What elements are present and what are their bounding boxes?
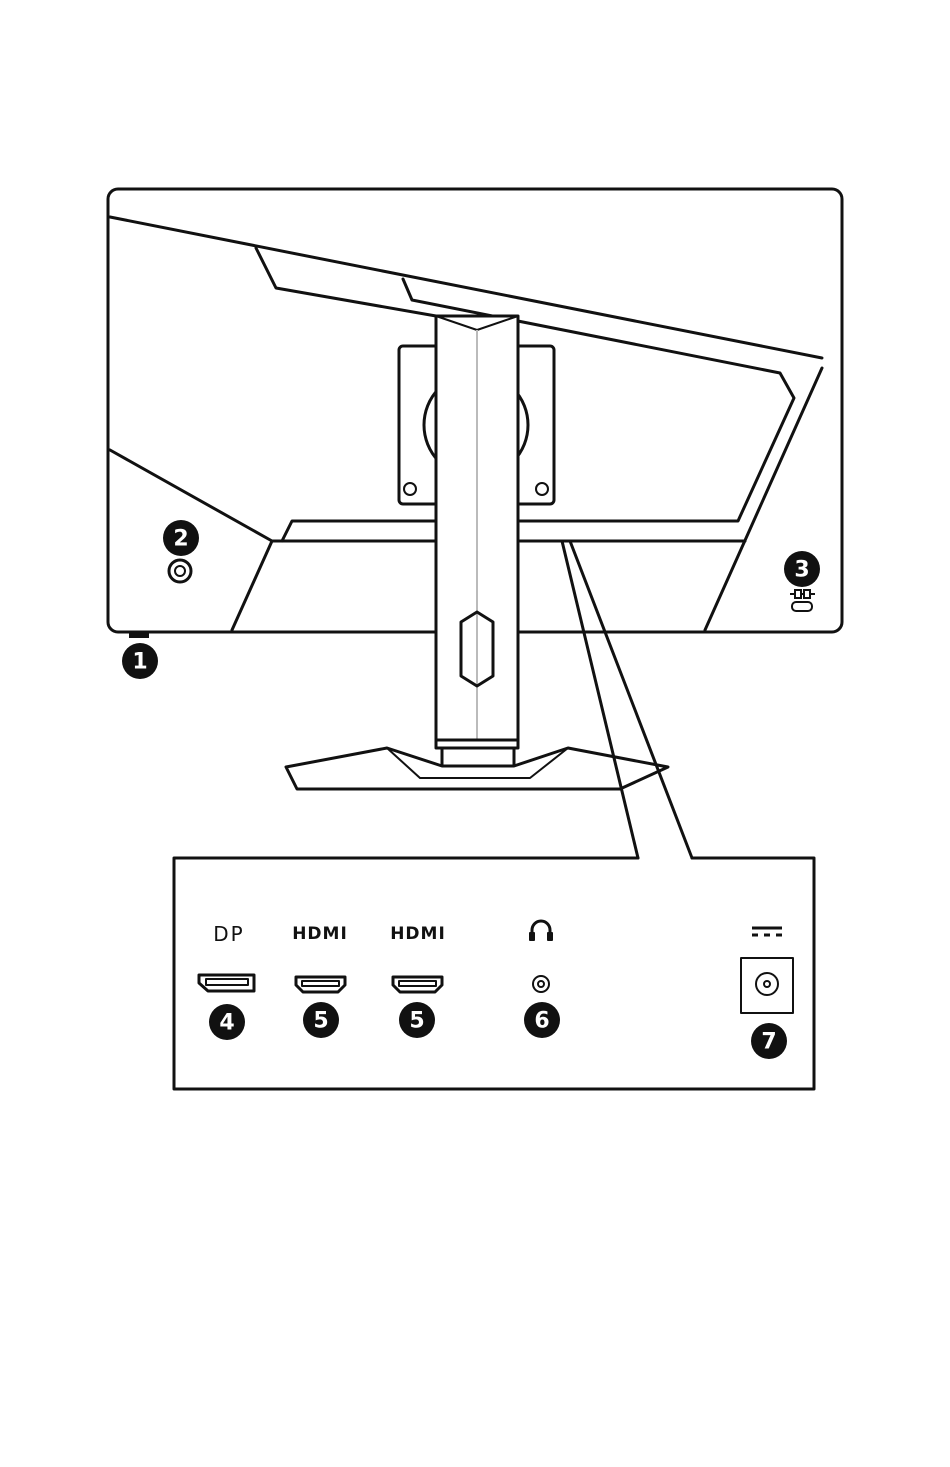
svg-text:4: 4 [219,1011,234,1036]
joystick-port [169,560,191,582]
hdmi-port-2 [393,977,442,992]
dc-power-port [741,958,793,1013]
svg-text:3: 3 [794,558,809,583]
headphone-icon [529,921,553,941]
svg-text:5: 5 [313,1009,328,1034]
svg-text:1: 1 [132,650,147,675]
callout-7: 7 [751,1023,787,1059]
hdmi1-label: HDMI [292,924,348,944]
svg-text:2: 2 [173,527,188,552]
stand-base [286,748,668,789]
callout-5a: 5 [303,1002,339,1038]
joystick-button [129,632,149,638]
headphone-jack [533,976,549,992]
callout-1: 1 [122,643,158,679]
hdmi2-label: HDMI [390,924,446,944]
io-port-panel: DP HDMI HDMI [174,858,814,1089]
dp-label: DP [213,922,244,946]
svg-text:6: 6 [534,1009,549,1034]
callout-3: 3 [784,551,820,587]
callout-5b: 5 [399,1002,435,1038]
svg-text:7: 7 [761,1030,776,1055]
callout-2: 2 [163,520,199,556]
kensington-lock-icon [790,590,815,611]
displayport-port [199,975,254,991]
svg-text:5: 5 [409,1009,424,1034]
zoom-callout-lines [562,541,692,858]
hdmi-port-1 [296,977,345,992]
callout-6: 6 [524,1002,560,1038]
stand [436,316,518,766]
callout-4: 4 [209,1004,245,1040]
dc-power-icon [752,928,782,935]
